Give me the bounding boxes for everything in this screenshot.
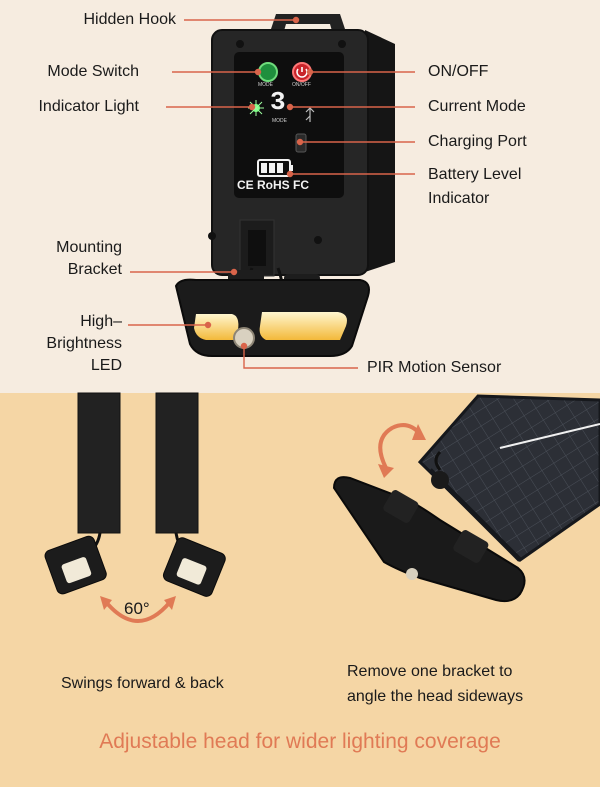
usb-icon bbox=[305, 107, 315, 122]
callout-current-mode: Current Mode bbox=[428, 98, 526, 115]
device-top bbox=[174, 14, 395, 357]
onoff-button-text: ON/OFF bbox=[292, 82, 311, 88]
callout-mounting-bracket: Mounting Bracket bbox=[56, 237, 122, 281]
mode-button-text: MODE bbox=[258, 82, 273, 88]
led-panel-left bbox=[194, 314, 239, 340]
callout-hidden-hook: Hidden Hook bbox=[83, 11, 177, 28]
caption-sideways-line2: angle the head sideways bbox=[347, 688, 524, 705]
control-panel bbox=[234, 52, 344, 198]
caption-swing: Swings forward & back bbox=[61, 675, 224, 692]
callout-mode-switch: Mode Switch bbox=[47, 63, 139, 80]
callout-battery-line2: Indicator bbox=[428, 190, 490, 207]
rotate-arrow-icon bbox=[378, 423, 422, 469]
led-panel-right bbox=[259, 312, 347, 340]
callout-mounting-bracket-line1: Mounting bbox=[56, 239, 122, 256]
callout-led-line2: Brightness bbox=[46, 335, 122, 352]
mode-digit-caption: MODE bbox=[272, 118, 287, 124]
caption-sideways-line1: Remove one bracket to bbox=[347, 663, 513, 680]
caption-sideways: Remove one bracket to angle the head sid… bbox=[347, 659, 523, 709]
headline: Adjustable head for wider lighting cover… bbox=[99, 730, 501, 753]
callout-charging-port: Charging Port bbox=[428, 133, 527, 150]
callout-lines bbox=[128, 16, 415, 369]
mode-digit: 3 bbox=[270, 87, 286, 117]
angle-label: 60° bbox=[124, 599, 150, 618]
swing-arrow-icon bbox=[104, 600, 172, 623]
callout-battery-line1: Battery Level bbox=[428, 166, 522, 183]
callout-battery-level: Battery Level Indicator bbox=[428, 163, 521, 211]
callout-high-brightness-led: High– Brightness LED bbox=[46, 311, 122, 377]
callout-indicator-light: Indicator Light bbox=[38, 98, 139, 115]
sideways-illustration bbox=[332, 394, 600, 603]
callout-mounting-bracket-line2: Bracket bbox=[67, 261, 122, 278]
mode-switch-button[interactable] bbox=[258, 62, 278, 82]
swing-illustration bbox=[44, 392, 226, 623]
callout-on-off: ON/OFF bbox=[428, 63, 489, 80]
callout-pir-sensor: PIR Motion Sensor bbox=[367, 359, 502, 376]
callout-led-line3: LED bbox=[90, 357, 122, 374]
cert-marks: CE RoHS FC bbox=[237, 178, 309, 192]
callout-led-line1: High– bbox=[80, 313, 122, 330]
